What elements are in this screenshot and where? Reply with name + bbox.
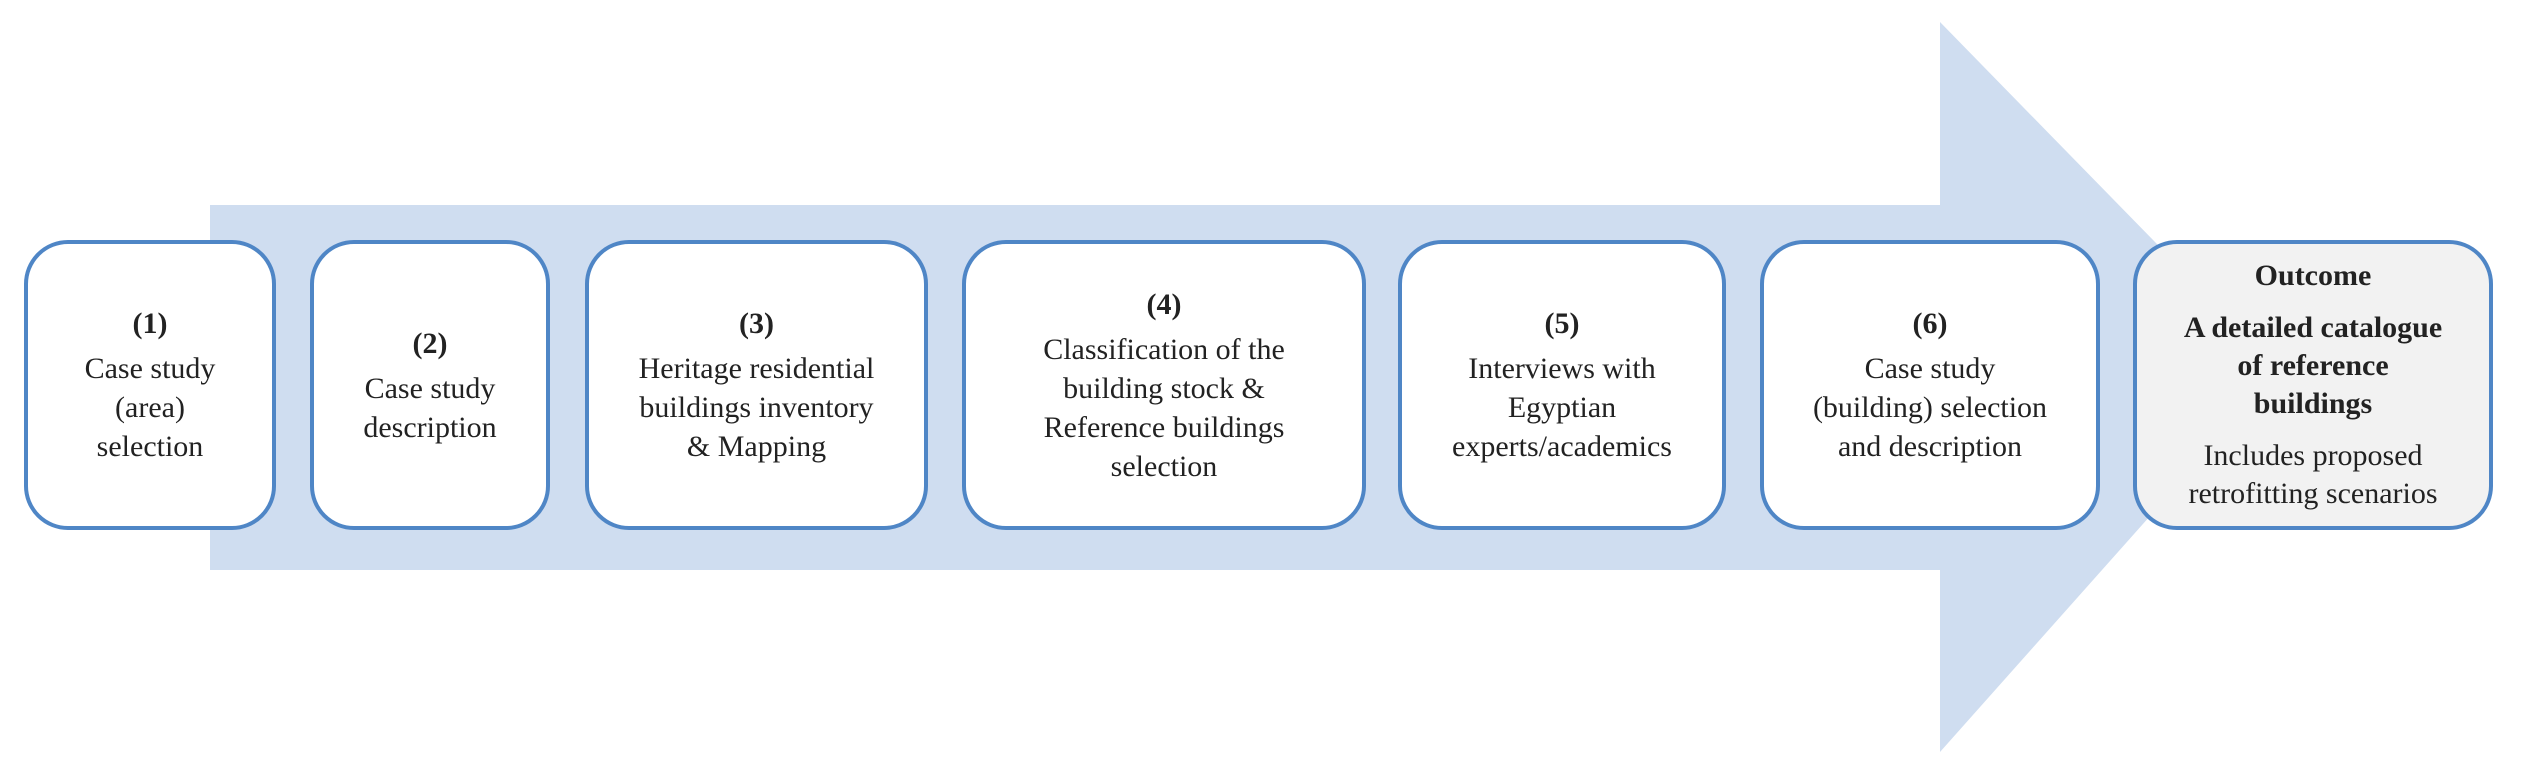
- step-3-number: (3): [739, 307, 774, 340]
- step-6-box: (6) Case study (building) selection and …: [1760, 240, 2100, 530]
- step-3-box: (3) Heritage residential buildings inven…: [585, 240, 928, 530]
- step-3-text: Heritage residential buildings inventory…: [638, 352, 875, 463]
- step-6-text: Case study (building) selection and desc…: [1812, 352, 2048, 463]
- step-5-number: (5): [1544, 307, 1580, 340]
- step-5-box: (5) Interviews with Egyptian experts/aca…: [1398, 240, 1726, 530]
- outcome-sub-text: Includes proposed retrofitting scenarios: [2188, 439, 2438, 510]
- step-1-text: Case study (area) selection: [84, 352, 216, 463]
- outcome-main-text: A detailed catalogue of reference buildi…: [2183, 311, 2443, 420]
- step-4-box: (4) Classification of the building stock…: [962, 240, 1366, 530]
- outcome-title: Outcome: [2254, 259, 2372, 292]
- step-1-number: (1): [132, 307, 168, 340]
- step-4-text: Classification of the building stock & R…: [1043, 332, 1285, 483]
- step-2-box: (2) Case study description: [310, 240, 550, 530]
- step-2-number: (2): [412, 326, 448, 360]
- outcome-box: Outcome A detailed catalogue of referenc…: [2133, 240, 2493, 530]
- step-6-number: (6): [1912, 307, 1948, 340]
- step-1-box: (1) Case study (area) selection: [24, 240, 276, 530]
- step-2-text: Case study description: [363, 371, 497, 444]
- step-5-text: Interviews with Egyptian experts/academi…: [1452, 352, 1672, 463]
- step-4-number: (4): [1146, 287, 1182, 321]
